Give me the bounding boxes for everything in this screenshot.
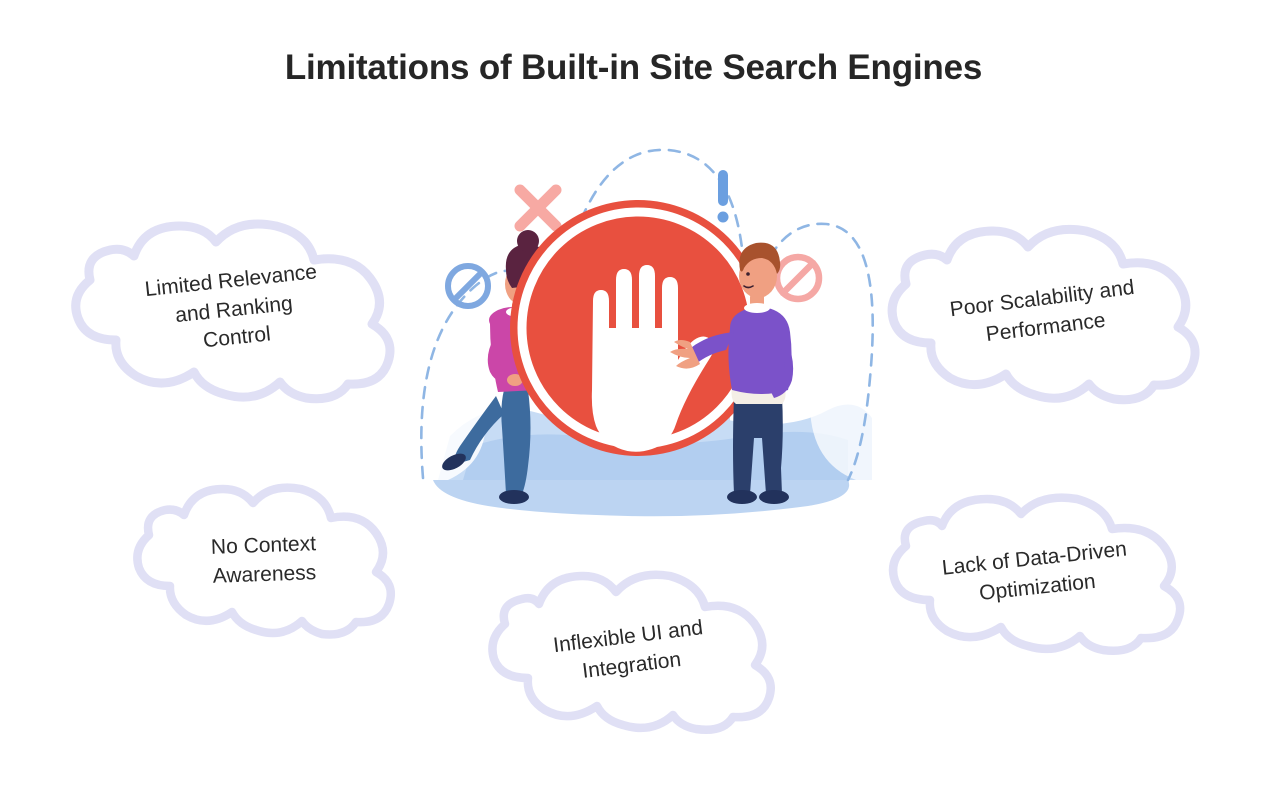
stop-sign	[510, 200, 766, 456]
man-figure	[670, 242, 794, 504]
cloud-limited-relevance[interactable]: Limited Relevance and Ranking Control	[40, 212, 428, 408]
prohibition-right	[773, 253, 823, 303]
cloud-poor-scalability[interactable]: Poor Scalability and Performance	[855, 218, 1233, 410]
stop-hand-illustration	[378, 128, 898, 528]
prohibition-left	[445, 263, 491, 309]
exclamation-mark	[717, 170, 729, 223]
stop-hand-icon	[591, 265, 714, 452]
cloud-lack-data[interactable]: Lack of Data-Driven Optimization	[853, 488, 1219, 660]
cross-mark	[514, 184, 562, 232]
cloud-no-context[interactable]: No Context Awareness	[108, 478, 420, 644]
page-title: Limitations of Built-in Site Search Engi…	[284, 48, 983, 87]
cloud-inflexible-ui[interactable]: Inflexible UI and Integration	[452, 565, 808, 739]
